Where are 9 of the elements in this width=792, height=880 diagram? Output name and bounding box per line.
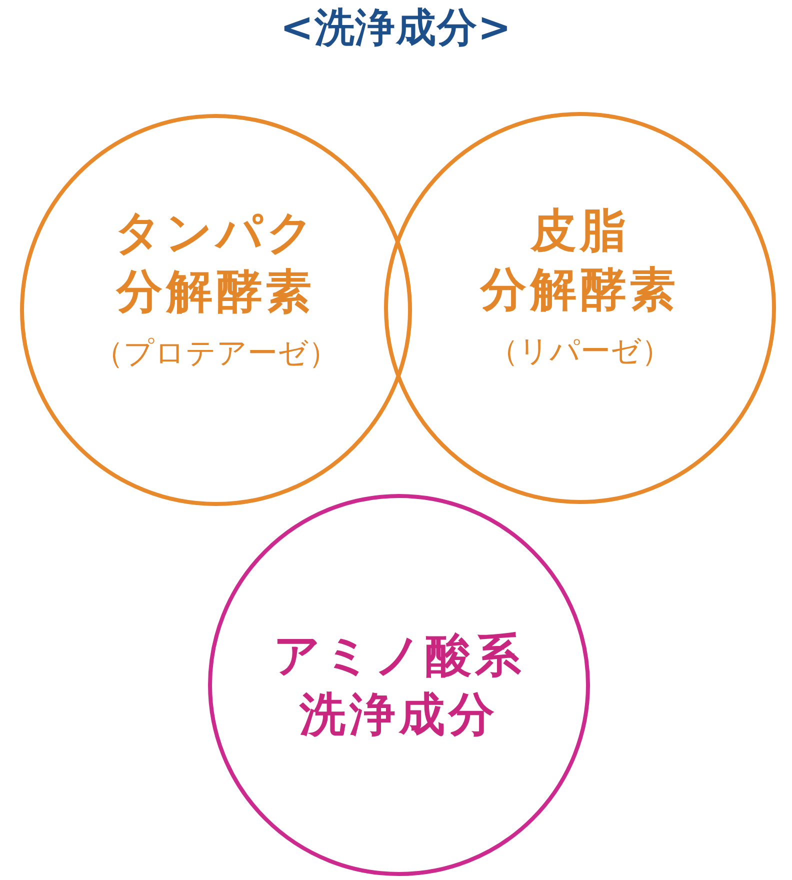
category-circle <box>208 494 590 876</box>
diagram-title: <洗浄成分> <box>280 4 512 52</box>
circle-heading: 皮脂分解酵素 <box>480 202 680 318</box>
circle-subtitle: （プロテアーゼ） <box>94 335 338 374</box>
category-circle <box>20 114 412 506</box>
circle-heading: アミノ酸系洗浄成分 <box>273 627 525 743</box>
circle-subtitle: （リパーゼ） <box>488 333 672 372</box>
category-circle <box>384 112 776 504</box>
circle-heading: タンパク分解酵素 <box>114 204 318 320</box>
